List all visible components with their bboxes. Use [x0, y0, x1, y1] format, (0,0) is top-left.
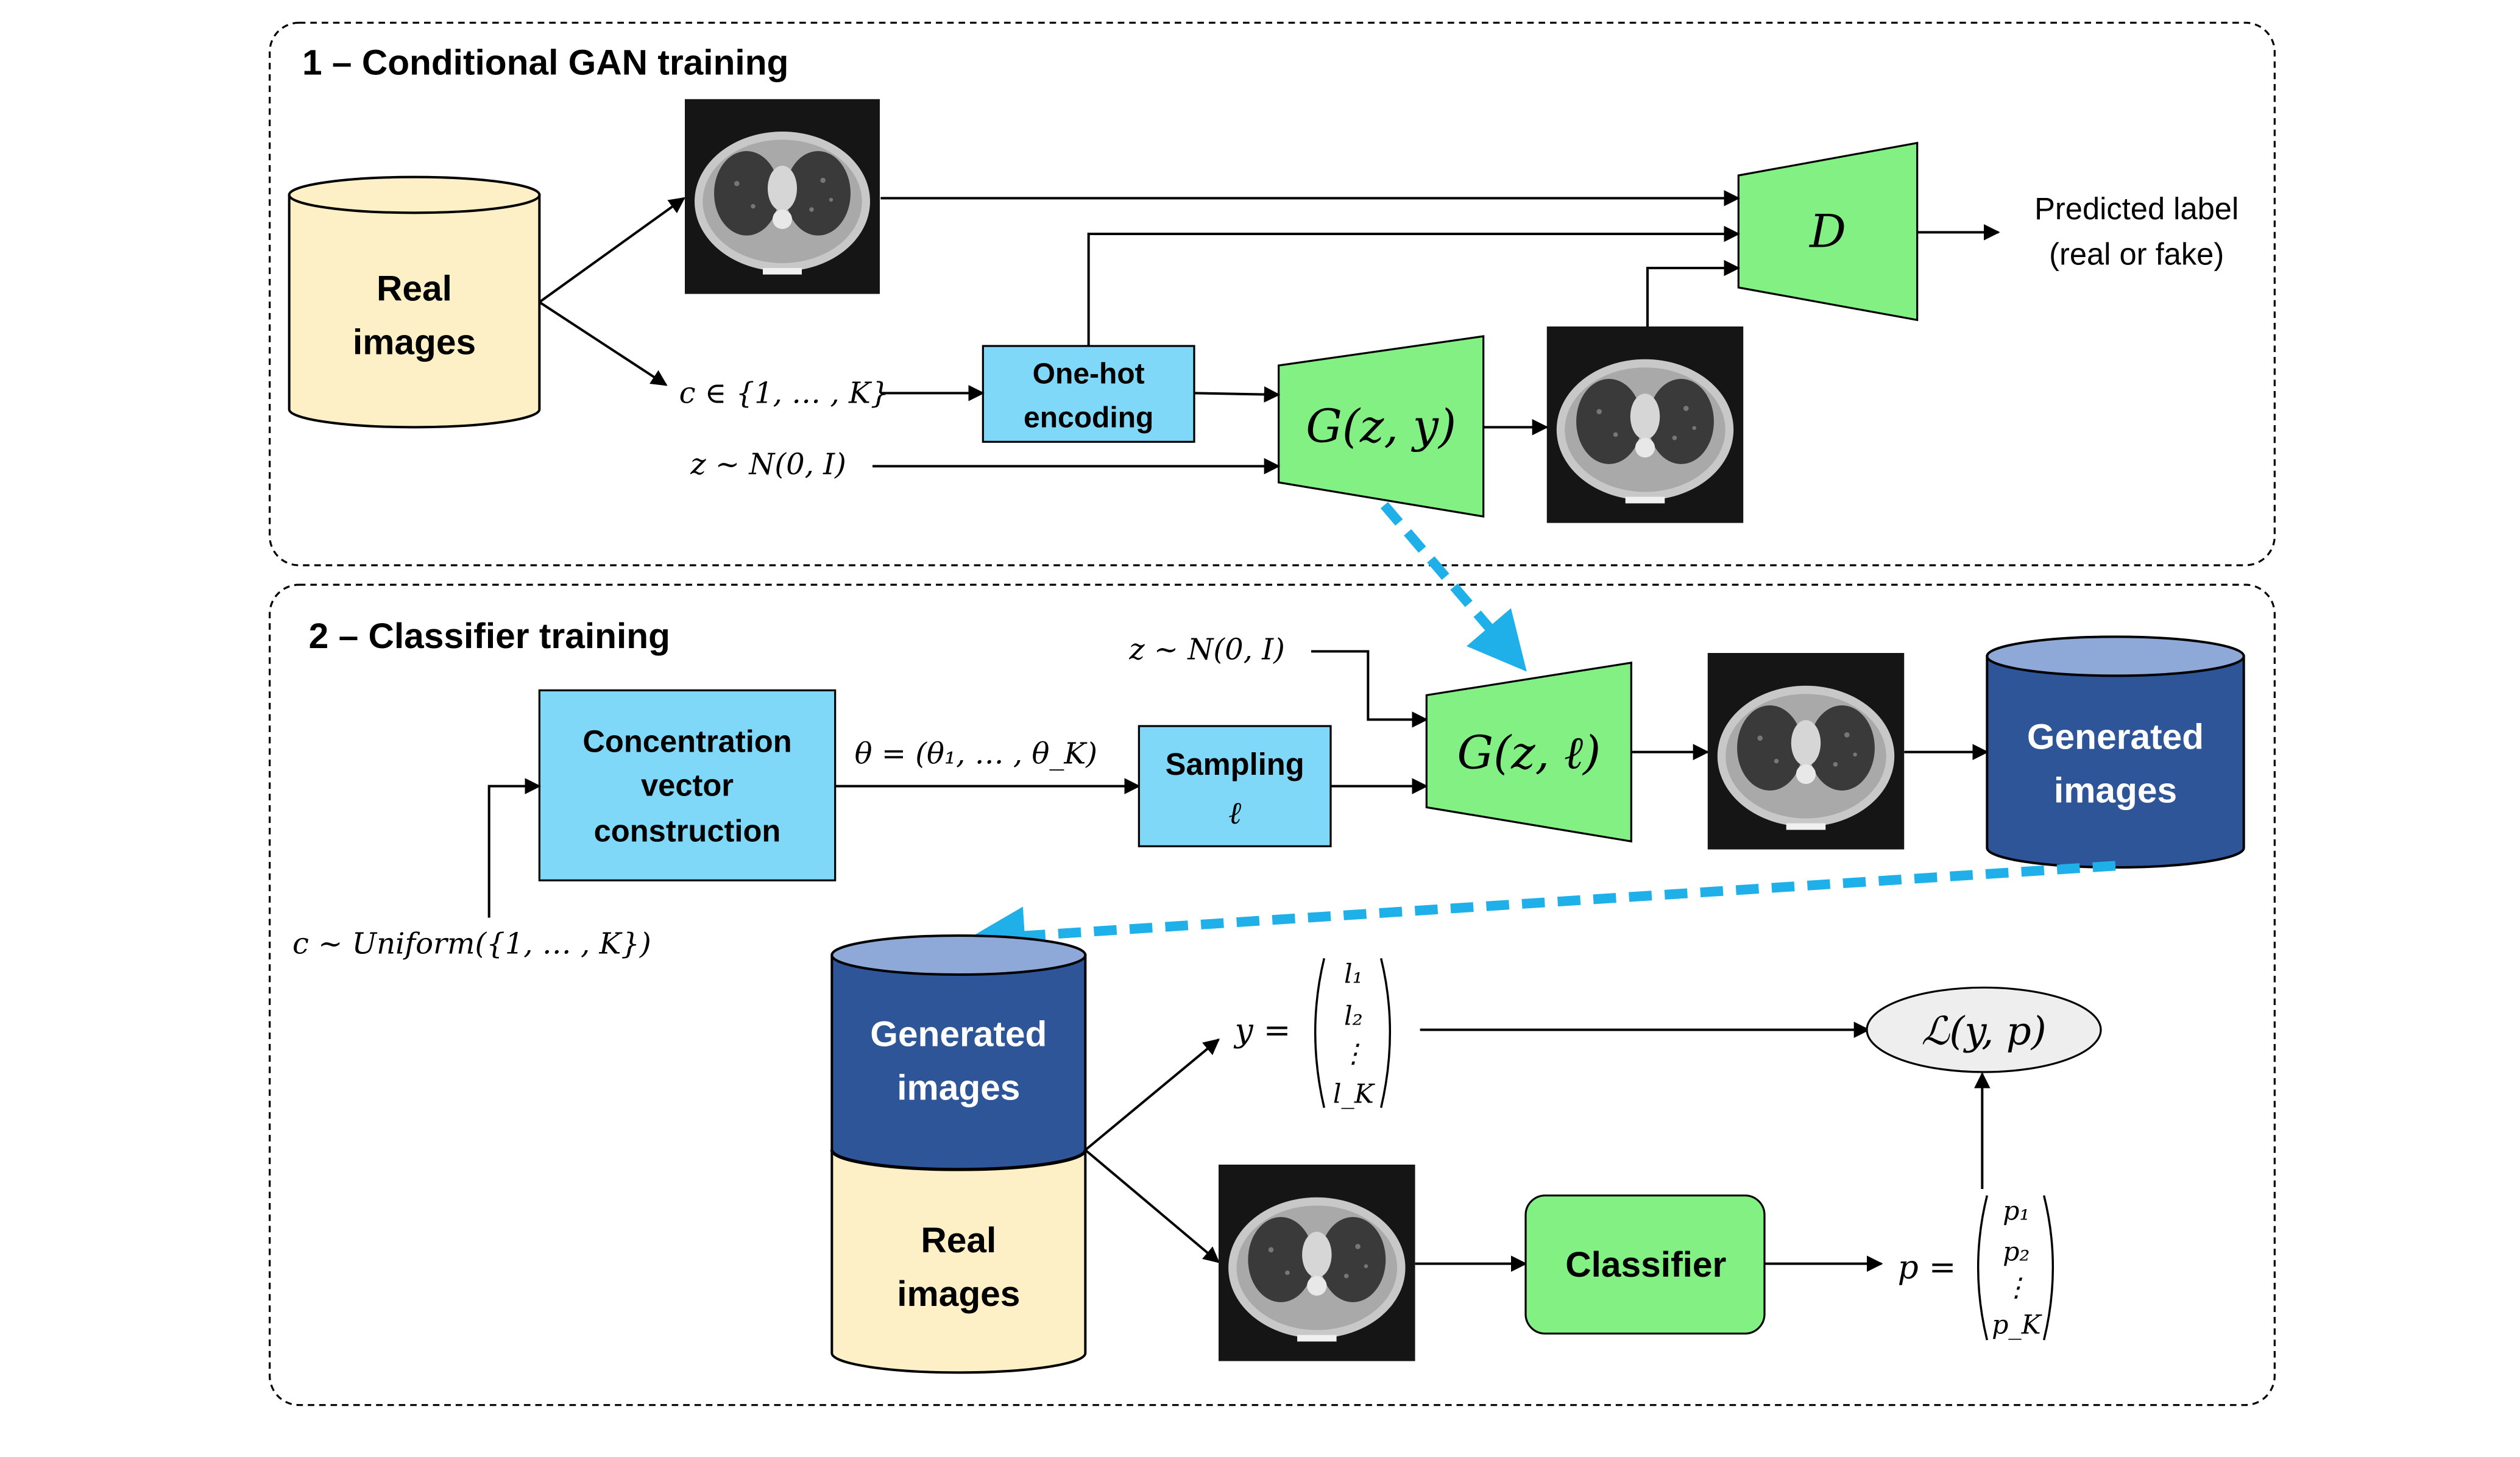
mixed-gen-label-2: images — [897, 1068, 1020, 1107]
mixed-real-label-1: Real — [921, 1221, 996, 1260]
dashed-arrow-db-transfer — [966, 861, 2116, 965]
concentration-label-2: vector — [641, 768, 734, 803]
mixed-real-label-2: images — [897, 1274, 1020, 1314]
discriminator — [1737, 141, 1919, 322]
generator-zy-label: G(z, y) — [1306, 400, 1456, 453]
panel-2-frame — [269, 584, 2276, 1406]
real-images-label-2: images — [353, 322, 476, 362]
panel-1-title: 1 – Conditional GAN training — [302, 43, 788, 83]
sampling-label-1: Sampling — [1166, 747, 1304, 781]
label-theta: θ = (θ₁, … , θ_K) — [855, 736, 1097, 771]
p-vector: p = p₁ p₂ ⋮ p_K — [1898, 1195, 2055, 1341]
label-c-set: c ∈ {1, … , K} — [679, 376, 890, 410]
label-z-normal-2: z ~ N(0, I) — [1128, 633, 1285, 667]
arrow-mixed-to-y — [1085, 1038, 1220, 1151]
p-entry-4: p_K — [1992, 1310, 2042, 1340]
classifier-label: Classifier — [1565, 1245, 1726, 1285]
y-entry-3: ⋮ — [1340, 1039, 1367, 1069]
y-vector: y = l₁ l₂ ⋮ l_K — [1234, 958, 1392, 1110]
sampling-label-2: ℓ — [1228, 795, 1241, 831]
y-vector-prefix: y = — [1234, 1011, 1291, 1049]
loss-label: ℒ(y, p) — [1921, 1009, 2046, 1054]
ct-scan-image-real — [685, 99, 880, 294]
generated-db-label-2: images — [2054, 771, 2177, 810]
arrow-onehot-to-discriminator — [1087, 225, 1740, 346]
arrow-c-to-concentration — [487, 778, 541, 918]
predicted-label-1: Predicted label — [2034, 191, 2239, 226]
arrow-db-to-image — [539, 197, 685, 303]
discriminator-label: D — [1808, 205, 1846, 258]
ct-scan-image-generated-2 — [1707, 653, 1905, 850]
arrow-db-to-c — [539, 301, 668, 386]
arrow-mixed-to-image — [1085, 1149, 1220, 1263]
generator-zl-label: G(z, ℓ) — [1457, 726, 1601, 779]
predicted-label-2: (real or fake) — [2049, 237, 2224, 272]
panel-1-frame — [269, 21, 2276, 566]
label-c-uniform: c ~ Uniform({1, … , K}) — [292, 926, 651, 961]
p-entry-3: ⋮ — [2003, 1272, 2030, 1303]
arrow-z2-to-generator — [1311, 650, 1428, 728]
concentration-vector-box — [538, 689, 837, 881]
real-images-label-1: Real — [377, 269, 452, 308]
concentration-label-3: construction — [594, 813, 781, 848]
generator-zl — [1425, 661, 1632, 843]
generator-zy — [1278, 335, 1485, 518]
p-entry-1: p₁ — [2003, 1196, 2030, 1227]
sampling-box — [1138, 725, 1332, 847]
p-entry-2: p₂ — [2003, 1237, 2030, 1267]
mixed-gen-label-1: Generated — [870, 1014, 1047, 1054]
ct-scan-image-classifier-input — [1219, 1165, 1415, 1361]
y-entry-1: l₁ — [1344, 959, 1363, 989]
arrow-onehot-to-generator — [1194, 386, 1281, 403]
onehot-label-1: One-hot — [1033, 358, 1145, 390]
y-entry-4: l_K — [1333, 1079, 1375, 1110]
generated-images-database: Generated images — [1986, 635, 2245, 869]
mixed-images-database: Generated images Real images — [830, 934, 1087, 1374]
concentration-label-1: Concentration — [582, 724, 791, 759]
label-z-normal-1: z ~ N(0, I) — [690, 448, 846, 482]
p-vector-prefix: p = — [1898, 1248, 1956, 1286]
panel-2-title: 2 – Classifier training — [309, 616, 670, 656]
y-entry-2: l₂ — [1344, 1001, 1363, 1032]
onehot-label-2: encoding — [1024, 401, 1153, 434]
arrow-genimage-to-discriminator — [1646, 259, 1740, 326]
onehot-encoding-box — [982, 345, 1195, 443]
real-images-database: Real images — [288, 175, 541, 429]
generated-db-label-1: Generated — [2027, 717, 2204, 757]
ct-scan-image-generated-1 — [1546, 326, 1744, 523]
